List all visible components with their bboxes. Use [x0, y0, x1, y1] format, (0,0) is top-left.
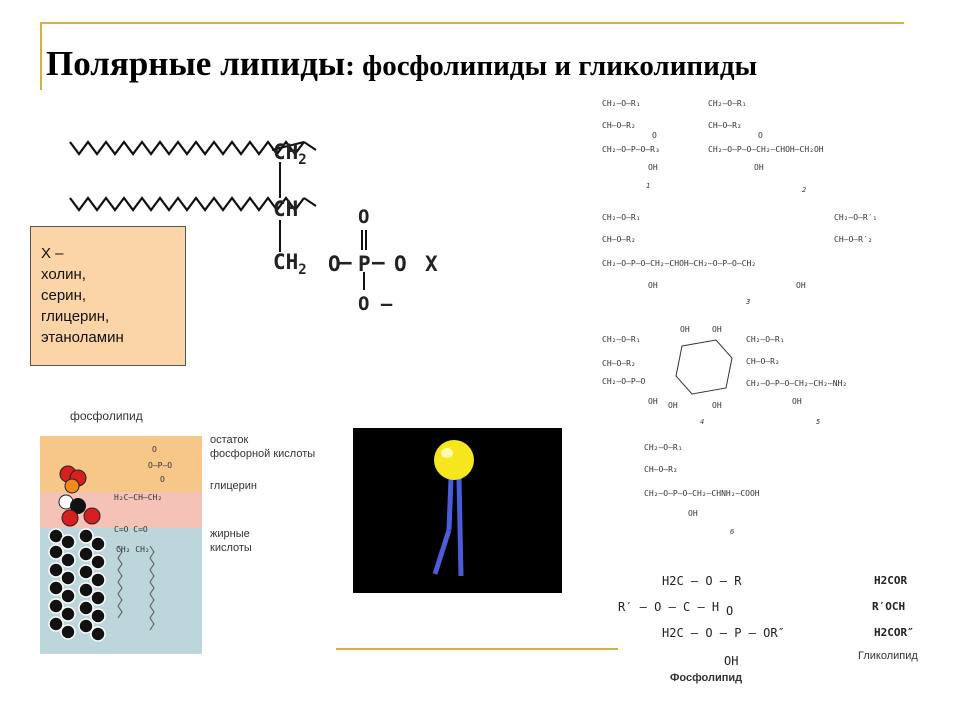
title-main: Полярные липиды: [46, 44, 346, 83]
pl-line-2: R′ — O — C — H: [618, 600, 720, 614]
formula-p: P: [358, 252, 371, 276]
phospholipid-diagram-title: фосфолипид: [70, 409, 143, 423]
phospholipid-caption: Фосфолипид: [670, 672, 743, 684]
svg-text:CH₂—O—P—O—CH₂—CHOH—CH₂—O—P—O—C: CH₂—O—P—O—CH₂—CHOH—CH₂—O—P—O—CH₂: [602, 259, 756, 268]
x-legend-box: X – холин, серин, глицерин, этаноламин: [30, 226, 186, 366]
general-formula: [69, 140, 367, 290]
top-rule: [40, 22, 904, 24]
space-filling-model: O O–P–O O H₂C–CH–CH₂ C=O C=O CH₂ CH₂: [48, 445, 172, 642]
gl-line-3: H2COR″: [874, 626, 914, 639]
phospholipid-structures: CH₂—O—R₁ CH—O—R₂ CH₂—O—P—O—R₃ O OH CH₂—O…: [602, 99, 877, 536]
structure-number-1: 1: [646, 182, 650, 190]
svg-text:CH—O—R₂: CH—O—R₂: [602, 121, 636, 130]
label-fatty-1: жирные: [210, 528, 250, 540]
x-legend-line-4: глицерин,: [41, 308, 110, 325]
fatty-chain-top: [69, 140, 305, 156]
x-legend-line-2: холин,: [41, 266, 86, 283]
bottom-right-panel: H2C — O — R R′ — O — C — H O H2C — O — P…: [618, 568, 928, 686]
structure-number-4: 4: [700, 418, 704, 426]
formula-o-link: O: [328, 252, 341, 276]
svg-text:CH₂ CH₂: CH₂ CH₂: [116, 545, 150, 554]
gl-line-2: R′OCH: [872, 600, 906, 613]
svg-text:OH: OH: [712, 401, 722, 410]
svg-text:OH: OH: [796, 281, 806, 290]
svg-text:CH₂—O—P—O—CH₂—CHOH—CH₂OH: CH₂—O—P—O—CH₂—CHOH—CH₂OH: [708, 145, 824, 154]
svg-text:CH₂—O—R₁: CH₂—O—R₁: [602, 335, 641, 344]
gl-line-1: H2COR: [874, 574, 908, 587]
svg-text:CH₂—O—R₁: CH₂—O—R₁: [644, 443, 683, 452]
svg-text:CH—O—R₂: CH—O—R₂: [644, 465, 678, 474]
svg-text:CH—O—R₂: CH—O—R₂: [602, 359, 636, 368]
svg-text:OH: OH: [712, 325, 722, 334]
structure-number-2: 2: [802, 186, 806, 194]
svg-text:OH: OH: [668, 401, 678, 410]
structure-number-6: 6: [730, 528, 734, 536]
formula-bond-left: —: [339, 250, 352, 274]
svg-text:CH₂—O—R₁: CH₂—O—R₁: [602, 99, 641, 108]
bottom-rule: [336, 648, 618, 650]
svg-text:CH₂—O—P—O: CH₂—O—P—O: [602, 377, 646, 386]
structure-number-5: 5: [816, 418, 820, 426]
pl-oh: OH: [724, 654, 739, 668]
x-legend-line-3: серин,: [41, 287, 87, 304]
label-phosphate-1: остаток: [210, 434, 249, 446]
lipid-molecule-svg: [432, 440, 474, 577]
pl-line-1: H2C — O — R: [662, 574, 742, 588]
svg-text:H₂C–CH–CH₂: H₂C–CH–CH₂: [114, 493, 162, 502]
svg-text:CH₂—O—P—O—CH₂—CH₂—NH₂: CH₂—O—P—O—CH₂—CH₂—NH₂: [746, 379, 847, 388]
svg-text:CH₂—O—R₁: CH₂—O—R₁: [602, 213, 641, 222]
fatty-chain-bottom: [69, 196, 305, 212]
svg-text:O: O: [160, 475, 165, 484]
pl-line-3: H2C — O — P — OR″: [662, 626, 785, 640]
formula-ch2-bottom: CH2: [273, 250, 307, 279]
svg-text:CH—O—R₂: CH—O—R₂: [746, 357, 780, 366]
svg-text:CH₂—O—P—O—CH₂—CHNH₂—COOH: CH₂—O—P—O—CH₂—CHNH₂—COOH: [644, 489, 760, 498]
svg-text:OH: OH: [648, 163, 658, 172]
formula-o-right: O: [394, 252, 407, 276]
svg-text:O: O: [758, 131, 763, 140]
svg-text:CH₂—O—R₁: CH₂—O—R₁: [708, 99, 747, 108]
formula-o-top: O: [358, 206, 370, 228]
label-glycerol: глицерин: [210, 480, 257, 492]
x-legend-line-5: этаноламин: [41, 329, 124, 346]
title-rest: : фосфолипиды и гликолипиды: [345, 50, 758, 82]
x-legend-line-1: X –: [41, 245, 64, 262]
polar-head-icon: [434, 440, 474, 480]
svg-text:O–P–O: O–P–O: [148, 461, 172, 470]
svg-text:CH—O—R₂: CH—O—R₂: [602, 235, 636, 244]
svg-text:OH: OH: [648, 281, 658, 290]
structure-number-3: 3: [745, 298, 750, 306]
lipid-molecule-schematic: [353, 428, 562, 593]
svg-text:OH: OH: [792, 397, 802, 406]
svg-text:OH: OH: [680, 325, 690, 334]
svg-text:CH₂—O—P—O—R₃: CH₂—O—P—O—R₃: [602, 145, 660, 154]
formula-x: X: [425, 252, 438, 276]
glycolipid-caption: Гликолипид: [858, 650, 918, 662]
svg-text:C=O C=O: C=O C=O: [114, 525, 148, 534]
left-rule: [40, 22, 42, 90]
phospholipid-diagram: O O–P–O O H₂C–CH–CH₂ C=O C=O CH₂ CH₂: [40, 436, 202, 654]
svg-text:CH₂—O—R′₁: CH₂—O—R′₁: [834, 213, 877, 222]
svg-text:O: O: [652, 131, 657, 140]
svg-text:OH: OH: [688, 509, 698, 518]
slide-title: Полярные липиды: фосфолипиды и гликолипи…: [46, 44, 757, 84]
svg-text:OH: OH: [754, 163, 764, 172]
svg-text:O: O: [152, 445, 157, 454]
label-phosphate-2: фосфорной кислоты: [210, 448, 316, 460]
formula-ch: CH: [273, 197, 299, 221]
formula-bond-right: —: [372, 250, 385, 274]
label-fatty-2: кислоты: [210, 542, 252, 554]
svg-text:OH: OH: [648, 397, 658, 406]
svg-text:CH—O—R′₂: CH—O—R′₂: [834, 235, 873, 244]
formula-o-bottom: O –: [358, 293, 393, 315]
formula-ch2-top: CH2: [273, 140, 307, 169]
pl-p-o-top: O: [726, 604, 734, 618]
svg-text:CH—O—R₂: CH—O—R₂: [708, 121, 742, 130]
svg-text:CH₂—O—R₁: CH₂—O—R₁: [746, 335, 785, 344]
